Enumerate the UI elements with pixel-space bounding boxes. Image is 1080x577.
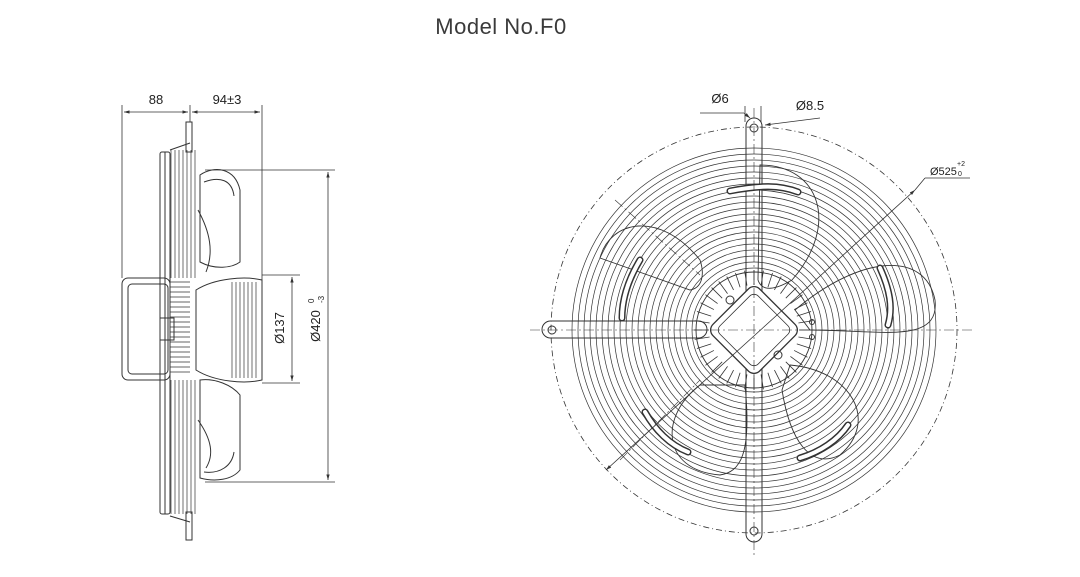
drawing-title: Model No.F0 xyxy=(435,14,567,39)
dim-label-guard-tolerance-upper: +2 xyxy=(957,161,965,168)
motor-housing xyxy=(121,277,175,381)
blade-profile-bottom xyxy=(197,379,241,481)
dim-label-94: 94±3 xyxy=(213,92,242,107)
dim-label-guard-tolerance-lower: 0 xyxy=(958,171,962,178)
dim-label-hub-diameter: Ø137 xyxy=(272,312,287,344)
dim-label-blade-diameter: Ø420 xyxy=(308,310,323,342)
dim-label-88: 88 xyxy=(149,92,163,107)
guard-wires-side xyxy=(170,150,196,514)
hub-profile xyxy=(195,277,263,383)
front-view xyxy=(530,106,975,555)
dim-label-guard-diameter: Ø525 xyxy=(930,166,957,178)
motor-fins xyxy=(170,281,190,373)
dimension-lines-front xyxy=(605,106,970,471)
dim-label-hole-small: Ø6 xyxy=(711,91,728,106)
blade-profile-top xyxy=(197,169,241,273)
dim-label-hole-large: Ø8.5 xyxy=(796,98,824,113)
guard-support-horizontal xyxy=(541,320,708,339)
dim-label-blade-tolerance-upper: 0 xyxy=(307,298,316,303)
side-view xyxy=(121,105,335,541)
dim-label-blade-tolerance-lower: -3 xyxy=(317,295,326,303)
dimension-lines-side xyxy=(121,105,335,483)
